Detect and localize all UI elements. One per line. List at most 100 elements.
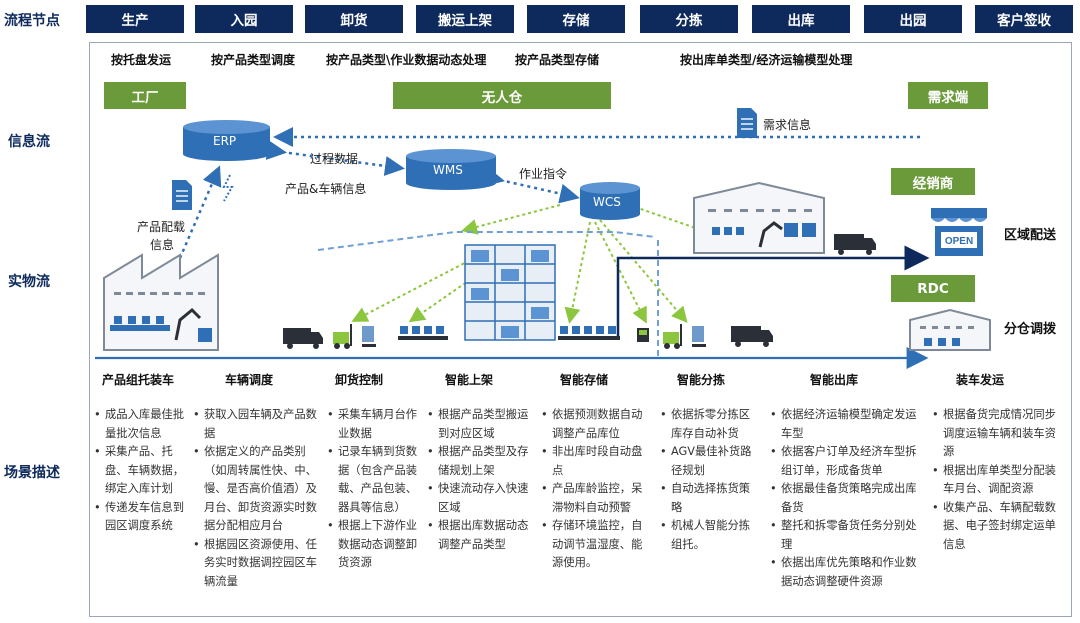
product-load-label-2: 信息	[150, 238, 175, 252]
policy-pallet: 按托盘发运	[111, 53, 172, 67]
truck-icon	[731, 326, 773, 347]
robot-arm-icon	[174, 307, 202, 341]
row-label-process-nodes: 流程节点	[4, 13, 60, 29]
erp-database-icon	[183, 120, 270, 161]
scenario-title: 智能存储	[560, 373, 609, 387]
agv-icon	[637, 328, 649, 342]
list-item: 根据出库数据动态调整产品类型	[427, 517, 534, 554]
scenario-title: 装车发运	[956, 373, 1005, 387]
row-label-info-flow: 信息流	[8, 134, 50, 150]
shelf-rack-icon	[464, 244, 556, 341]
scenario-column: 根据产品类型搬运到对应区域 根据产品类型及存储规划上架 快速流动存入快速区域 根…	[427, 406, 534, 554]
list-item: 依据经济运输模型确定发运车型	[770, 406, 920, 443]
list-item: 依据预测数据自动调整产品库位	[541, 406, 651, 443]
factory-icon	[103, 253, 219, 351]
warehouse-transfer-label: 分仓调拨	[1004, 322, 1057, 337]
list-item: 非出库时段自动盘点	[541, 443, 651, 480]
stage-putaway: 搬运上架	[416, 5, 514, 33]
document-icon	[737, 108, 757, 138]
list-item: 根据产品类型及存储规划上架	[427, 443, 534, 480]
wcs-control-arrows	[351, 204, 734, 324]
dealer-box: 经销商	[891, 168, 975, 195]
forklift-icon	[663, 324, 682, 349]
scenario-title: 智能出库	[810, 373, 859, 387]
stage-production: 生产	[86, 5, 184, 33]
pallet-icon	[692, 326, 706, 347]
list-item: 存储环境监控，自动调节温湿度、能源使用。	[541, 517, 651, 573]
warehouse-box: 无人仓	[393, 82, 611, 109]
truck-icon	[283, 328, 323, 349]
scenario-title: 车辆调度	[225, 373, 274, 387]
list-item: 成品入库最佳批量批次信息	[94, 406, 190, 443]
list-item: 根据出库单类型分配装车月台、调配资源	[932, 462, 1067, 499]
factory-erp-arrow	[178, 165, 222, 259]
wcs-label: WCS	[593, 195, 621, 209]
store-sign: OPEN	[945, 236, 973, 247]
list-item: 传递发车信息到园区调度系统	[94, 499, 190, 536]
list-item: 根据上下游作业数据动态调整卸货资源	[327, 517, 419, 573]
stage-outbound: 出库	[752, 5, 850, 33]
document-icon	[172, 180, 192, 210]
product-load-label: 产品配载	[137, 220, 186, 234]
scenario-title: 智能分拣	[677, 373, 726, 387]
pallet-icon	[362, 326, 376, 347]
diagram-frame	[89, 42, 1072, 617]
scenario-column: 根据备货完成情况同步调度运输车辆和装车资源 根据出库单类型分配装车月台、调配资源…	[932, 406, 1067, 554]
store-icon: OPEN	[931, 208, 987, 256]
process-data-label: 过程数据	[310, 152, 359, 166]
list-item: 采集车辆月台作业数据	[327, 406, 419, 443]
policy-outbound: 按出库单类型/经济运输模型处理	[680, 53, 853, 67]
product-vehicle-label: 产品&车辆信息	[285, 182, 367, 196]
list-item: 收集产品、车辆配载数据、电子签封绑定运单信息	[932, 499, 1067, 555]
scenario-column: 依据经济运输模型确定发运车型 依据客户订单及经济车型拆组订单，形成备货单 依据最…	[770, 406, 920, 591]
list-item: 依据最佳备货策略完成出库备货	[770, 480, 920, 517]
scenario-title: 智能上架	[445, 373, 494, 387]
work-order-label: 作业指令	[519, 167, 568, 181]
scenario-column: 成品入库最佳批量批次信息 采集产品、托盘、车辆数据，绑定入库计划 传递发车信息到…	[94, 406, 190, 536]
list-item: 根据产品类型搬运到对应区域	[427, 406, 534, 443]
scenario-column: 依据拆零分拣区库存自动补货 AGV最佳补货路径规划 自动选择拣货策略 机械人智能…	[660, 406, 760, 554]
wms-database-icon	[406, 149, 496, 190]
scenario-column: 依据预测数据自动调整产品库位 非出库时段自动盘点 产品库龄监控，呆滞物料自动预警…	[541, 406, 651, 573]
stage-customer-sign: 客户签收	[975, 5, 1073, 33]
truck-icon	[834, 234, 876, 255]
list-item: 产品库龄监控，呆滞物料自动预警	[541, 480, 651, 517]
policy-product-dispatch: 按产品类型调度	[211, 53, 296, 67]
rdc-box: RDC	[891, 275, 975, 302]
list-item: 自动选择拣货策略	[660, 480, 760, 517]
erp-label: ERP	[213, 134, 237, 148]
forklift-icon	[333, 324, 352, 349]
wms-wcs-arrow	[483, 166, 580, 204]
policy-dynamic: 按产品类型\作业数据动态处理	[326, 53, 487, 67]
scenario-column: 获取入园车辆及产品数据 依据定义的产品类别（如周转属性快、中、慢、是否高价值酒）…	[193, 406, 317, 591]
list-item: 根据备货完成情况同步调度运输车辆和装车资源	[932, 406, 1067, 462]
list-item: 机械人智能分拣组托。	[660, 517, 760, 554]
scenario-column: 采集车辆月台作业数据 记录车辆到货数据（包含产品装载、产品包装、器具等信息） 根…	[327, 406, 419, 573]
regional-distribution-label: 区域配送	[1004, 228, 1057, 243]
list-item: 采集产品、托盘、车辆数据，绑定入库计划	[94, 443, 190, 499]
list-item: 快速流动存入快速区域	[427, 480, 534, 517]
stage-enter-park: 入园	[195, 5, 293, 33]
demand-box: 需求端	[908, 82, 988, 109]
list-item: 依据客户订单及经济车型拆组订单，形成备货单	[770, 443, 920, 480]
stage-sorting: 分拣	[640, 5, 738, 33]
row-label-scenario: 场景描述	[4, 465, 60, 481]
row-label-physical-flow: 实物流	[8, 274, 50, 290]
list-item: 依据出库优先策略和作业数据动态调整硬件资源	[770, 554, 920, 591]
list-item: 获取入园车辆及产品数据	[193, 406, 317, 443]
signal-icon	[222, 174, 234, 202]
wcs-database-icon	[580, 182, 640, 220]
distribution-route	[616, 245, 930, 340]
list-item: 整托和拆零备货任务分别处理	[770, 517, 920, 554]
warehouse-icon	[909, 308, 991, 351]
warehouse-icon	[693, 181, 825, 254]
policy-storage: 按产品类型存储	[515, 53, 600, 67]
demand-info-label: 需求信息	[763, 118, 812, 132]
stage-exit-park: 出园	[864, 5, 962, 33]
list-item: 根据园区资源使用、任务实时数据调控园区车辆流量	[193, 536, 317, 592]
stage-storage: 存储	[527, 5, 625, 33]
stage-unload: 卸货	[305, 5, 403, 33]
pallet-icon	[398, 326, 448, 340]
list-item: 记录车辆到货数据（包含产品装载、产品包装、器具等信息）	[327, 443, 419, 517]
